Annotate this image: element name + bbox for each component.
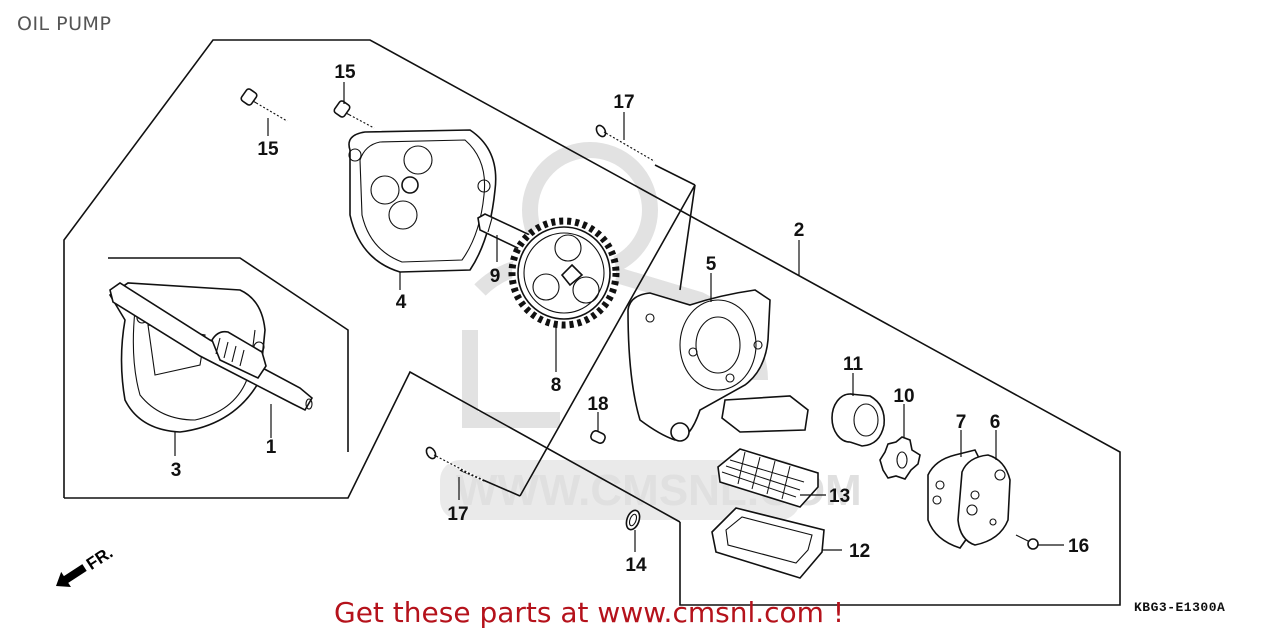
assembly-outlines (63, 39, 1121, 606)
part-16-screw (1015, 534, 1039, 550)
callout-5: 5 (706, 254, 717, 275)
callout-6: 6 (990, 412, 1001, 433)
callout-8: 8 (551, 375, 562, 396)
callout-4: 4 (396, 292, 407, 313)
part-10-inner-rotor (879, 436, 921, 480)
part-12-strainer-gasket (711, 507, 825, 579)
callout-labels: 1 2 3 4 5 6 7 8 9 10 11 12 13 14 15 15 1… (171, 62, 1089, 576)
callout-leaders (174, 82, 1064, 552)
callout-17-bottom: 17 (447, 504, 468, 525)
part-4-pump-cover (348, 129, 497, 273)
part-17-bolt-bottom (425, 446, 485, 483)
part-14-washer (625, 509, 641, 531)
part-13-oil-strainer (717, 448, 819, 508)
front-arrow-icon: FR. (56, 543, 116, 588)
promo-link[interactable]: Get these parts at www.cmsnl.com ! (334, 596, 845, 629)
page-title: OIL PUMP (17, 13, 112, 35)
callout-9: 9 (490, 266, 501, 287)
part-8-drive-gear (508, 217, 620, 329)
callout-1: 1 (266, 437, 277, 458)
callout-14: 14 (625, 555, 647, 576)
part-18-dowel-pin (590, 430, 606, 444)
callout-15-right: 15 (334, 62, 356, 83)
callout-12: 12 (849, 541, 870, 562)
callout-3: 3 (171, 460, 182, 481)
callout-10: 10 (893, 386, 914, 407)
part-1-oil-pump-shaft (109, 282, 314, 412)
callout-13: 13 (829, 486, 850, 507)
part-5-pump-body (627, 289, 809, 442)
callout-2: 2 (794, 220, 805, 241)
callout-11: 11 (843, 354, 864, 375)
callout-17-top: 17 (613, 92, 634, 113)
part-17-bolt-top (595, 124, 655, 163)
callout-15-left: 15 (257, 139, 279, 160)
part-15-bolt-left (240, 88, 288, 123)
part-11-outer-rotor (831, 393, 886, 447)
part-6-pump-plate (957, 454, 1011, 546)
callout-16: 16 (1068, 536, 1089, 557)
callout-18: 18 (587, 394, 608, 415)
callout-7: 7 (956, 412, 967, 433)
front-direction-label: FR. (83, 543, 116, 574)
diagram-reference-code: KBG3-E1300A (1134, 600, 1226, 615)
part-15-bolt-right (333, 100, 375, 130)
